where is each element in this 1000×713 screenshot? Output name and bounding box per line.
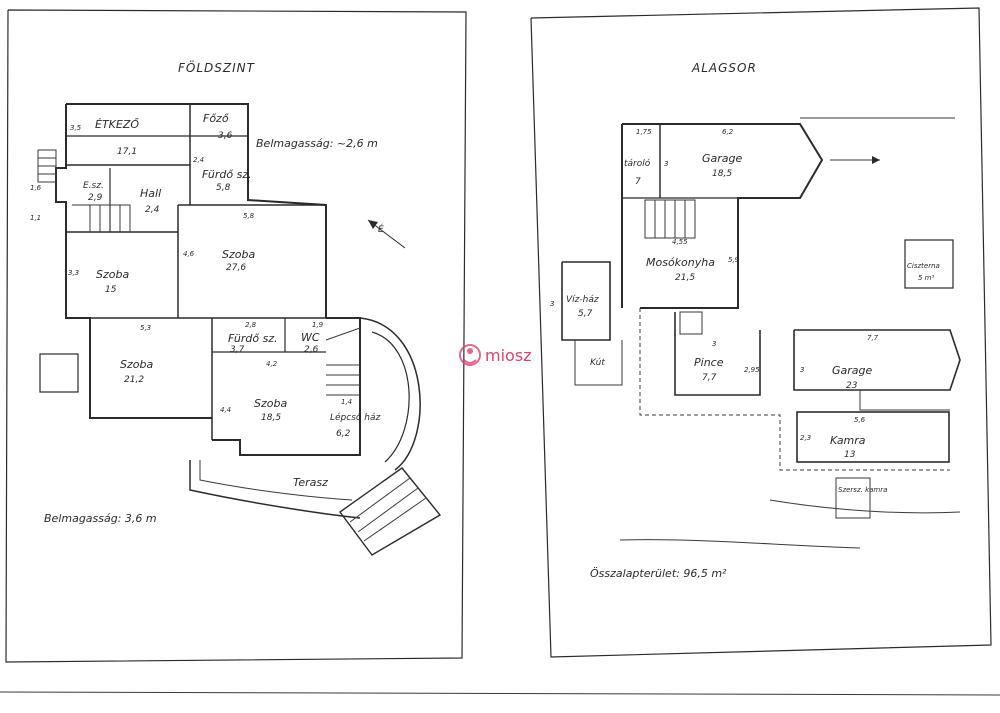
room-hall-area: 2,4 xyxy=(145,205,160,215)
north-label: É xyxy=(378,223,384,235)
dim-5-3: 5,3 xyxy=(140,324,151,332)
ceiling-height-note: Belmagasság: ~2,6 m xyxy=(256,137,378,150)
right-sheet-title: ALAGSOR xyxy=(691,61,757,75)
room-mosokonyha-area: 21,5 xyxy=(675,273,695,283)
room-kamra-name: Kamra xyxy=(830,434,866,447)
total-area-note: Összalapterület: 96,5 m² xyxy=(590,567,727,580)
bottom-rule xyxy=(0,691,1000,696)
north-arrow-icon xyxy=(367,219,406,249)
ceiling-height-note-bottom: Belmagasság: 3,6 m xyxy=(44,512,157,525)
dim-3-vizhaz: 3 xyxy=(550,300,554,308)
dim-2-95: 2,95 xyxy=(744,366,760,374)
room-hall-name: Hall xyxy=(140,187,161,200)
dim-4-2: 4,2 xyxy=(266,360,278,368)
room-kut-name: Kút xyxy=(590,358,605,368)
dim-2-8: 2,8 xyxy=(245,321,257,329)
room-tarolo-name: tároló xyxy=(624,158,651,169)
room-pince-area: 7,7 xyxy=(702,373,717,383)
dim-3-tarolo: 3 xyxy=(664,160,668,168)
room-terasz-name: Terasz xyxy=(293,476,328,489)
room-tarolo-area: 7 xyxy=(635,177,641,187)
dim-3-5: 3,5 xyxy=(70,124,82,132)
room-pince-name: Pince xyxy=(694,356,724,369)
room-garage2-name: Garage xyxy=(832,364,873,377)
room-garage2-area: 23 xyxy=(846,381,858,391)
room-kamra-area: 13 xyxy=(844,450,856,460)
room-szoba-mid-area: 18,5 xyxy=(261,413,281,423)
dim-3-garage: 3 xyxy=(800,366,804,374)
room-szoba-big-name: Szoba xyxy=(222,248,255,261)
dim-5-8: 5,8 xyxy=(243,212,255,220)
room-vizhaz-name: Víz-ház xyxy=(566,295,599,305)
room-szoba-low-name: Szoba xyxy=(120,358,153,371)
room-szoba-big-area: 27,6 xyxy=(226,263,246,273)
room-szoba-left-area: 15 xyxy=(105,285,117,295)
room-mosokonyha-name: Mosókonyha xyxy=(646,256,715,269)
room-furdo1-area: 5,8 xyxy=(216,183,231,193)
room-furdo1-name: Fürdő sz. xyxy=(202,168,252,181)
room-etkezo-name: ÉTKEZŐ xyxy=(95,117,139,131)
room-szoba-left-name: Szoba xyxy=(96,268,129,281)
room-wc-name: WC xyxy=(301,331,320,344)
room-szoba-low-area: 21,2 xyxy=(124,375,144,385)
dim-1-4: 1,4 xyxy=(341,398,352,406)
room-eloszoba-area: 2,9 xyxy=(88,193,103,203)
dim-1-1: 1,1 xyxy=(30,214,41,222)
room-szerszkamra-name: Szersz. kamra xyxy=(838,486,887,494)
dim-4-4: 4,4 xyxy=(220,406,231,414)
dim-3-3: 3,3 xyxy=(68,269,79,277)
dim-4-55: 4,55 xyxy=(672,238,688,246)
dim-3-pince: 3 xyxy=(712,340,716,348)
left-sheet-title: FÖLDSZINT xyxy=(178,59,256,75)
room-wc-area: 2,6 xyxy=(304,345,319,355)
dim-1-9: 1,9 xyxy=(312,321,324,329)
dim-1-6: 1,6 xyxy=(30,184,42,192)
room-etkezo-area: 17,1 xyxy=(117,147,137,157)
room-furdo2-area: 3,7 xyxy=(230,345,245,355)
dim-5-9: 5,9 xyxy=(728,256,740,264)
room-furdo2-name: Fürdő sz. xyxy=(228,332,278,345)
dim-2-3: 2,3 xyxy=(800,434,811,442)
room-fozo-name: Főző xyxy=(203,112,229,125)
room-lepcsohaz-area: 6,2 xyxy=(336,429,351,439)
room-garage1-name: Garage xyxy=(702,152,743,165)
room-fozo-area: 3,6 xyxy=(218,131,233,141)
ground-floor-walls xyxy=(37,103,442,556)
room-vizhaz-area: 5,7 xyxy=(578,309,593,319)
dim-5-6: 5,6 xyxy=(854,416,866,424)
room-ciszterna-area: 5 m³ xyxy=(918,274,934,282)
room-lepcsohaz-name: Lépcső ház xyxy=(330,412,380,423)
miosz-logo-icon xyxy=(459,344,481,366)
room-ciszterna-name: Ciszterna xyxy=(907,262,940,270)
basement-walls xyxy=(561,117,961,549)
dim-2-4: 2,4 xyxy=(193,156,204,164)
watermark-brand: miosz xyxy=(485,346,532,365)
room-szoba-mid-name: Szoba xyxy=(254,397,287,410)
dim-4-6: 4,6 xyxy=(183,250,195,258)
dim-6-2: 6,2 xyxy=(722,128,734,136)
room-garage1-area: 18,5 xyxy=(712,169,732,179)
left-sheet-border xyxy=(5,9,467,663)
dim-7-7: 7,7 xyxy=(867,334,879,342)
dim-1-75: 1,75 xyxy=(636,128,652,136)
right-sheet-border xyxy=(530,7,992,658)
room-eloszoba-name: E.sz. xyxy=(83,181,104,191)
